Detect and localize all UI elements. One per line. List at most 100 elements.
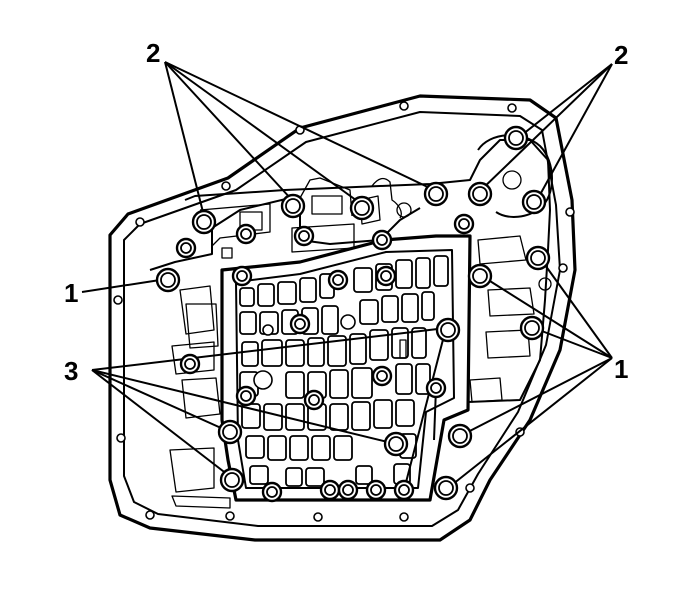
callout-1-right: 1 — [614, 354, 628, 384]
leader-line — [91, 369, 397, 445]
passage-cell — [351, 367, 373, 399]
passage-cell — [395, 399, 415, 427]
passage-cell — [395, 259, 413, 289]
passage-cell — [289, 435, 309, 461]
passage-cell — [285, 467, 303, 487]
callout-2-top-left: 2 — [146, 38, 160, 68]
passage-cell — [329, 403, 349, 431]
bolt — [261, 481, 283, 503]
passage-cell — [305, 467, 325, 487]
bolt-type-1 — [155, 267, 181, 293]
passage-cell — [421, 291, 435, 321]
flange-hole — [399, 512, 409, 522]
bolt-type-1 — [447, 423, 473, 449]
bolt — [231, 265, 253, 287]
passage-cell — [321, 305, 339, 335]
passage-cell — [263, 403, 283, 431]
bolt — [179, 353, 201, 375]
passage-cell — [351, 401, 371, 431]
passage-cell — [353, 267, 373, 293]
flange-hole — [565, 207, 575, 217]
flange-hole — [116, 433, 126, 443]
passage-cell — [285, 339, 305, 367]
bolt — [293, 225, 315, 247]
leader-line — [91, 327, 447, 371]
filter-clip — [396, 202, 412, 218]
flange-hole — [221, 181, 231, 191]
leader-line — [164, 61, 293, 201]
flange-hole — [113, 295, 123, 305]
passage-cell — [401, 293, 419, 323]
bolt-type-3 — [217, 419, 243, 445]
passage-cell — [239, 287, 255, 307]
flange-hole — [558, 263, 568, 273]
passage-cell — [433, 255, 449, 287]
leader-line — [479, 63, 613, 192]
passage-cell — [369, 329, 389, 361]
bolt-type-3 — [383, 431, 409, 457]
bolt-type-2 — [349, 195, 375, 221]
passage-cell — [355, 465, 373, 485]
passage-cell — [415, 257, 431, 289]
bolt — [425, 377, 447, 399]
leader-line — [539, 257, 613, 359]
bolt-type-2 — [503, 125, 529, 151]
callout-3-left: 3 — [64, 356, 78, 386]
passage-cell — [395, 363, 413, 395]
bolt — [303, 389, 325, 411]
bolt — [371, 365, 393, 387]
callout-1-left: 1 — [64, 278, 78, 308]
bolt-type-2 — [521, 189, 547, 215]
passage-cell — [411, 327, 427, 359]
leader-line — [81, 279, 161, 293]
lower-valve-body — [220, 234, 472, 502]
leader-line — [403, 327, 447, 491]
bolt — [393, 479, 415, 501]
flange-hole — [465, 483, 475, 493]
passage-cell — [327, 335, 347, 367]
bolt — [235, 385, 257, 407]
passage-cell — [329, 369, 349, 399]
passage-cell — [349, 333, 367, 365]
pump-boss — [538, 277, 552, 291]
passage-cell — [277, 281, 297, 305]
leader-line — [533, 327, 613, 359]
flange-hole — [399, 101, 409, 111]
bolt-type-2 — [423, 181, 449, 207]
bolt-type-1 — [433, 475, 459, 501]
passage-cell — [333, 435, 353, 461]
bolt — [337, 479, 359, 501]
passage-cell — [261, 339, 283, 367]
bolt — [371, 229, 393, 251]
callout-2-top-right: 2 — [614, 40, 628, 70]
flange-hole — [135, 217, 145, 227]
leader-lines — [81, 61, 613, 491]
passage-cell — [285, 371, 305, 399]
bolt — [327, 269, 349, 291]
bolt-type-3 — [219, 467, 245, 493]
passage-cell — [249, 465, 269, 485]
passage-cell — [307, 337, 325, 367]
bolt-type-1 — [519, 315, 545, 341]
accumulator-piston — [253, 370, 273, 390]
plunger — [399, 339, 407, 359]
passage-cell — [359, 299, 379, 325]
bolts — [155, 125, 551, 503]
leader-line — [91, 369, 233, 479]
flange-hole — [145, 510, 155, 520]
passage-cell — [241, 341, 259, 367]
passage-cell — [239, 311, 257, 335]
bolt-type-2 — [467, 181, 493, 207]
leader-line — [517, 63, 613, 139]
leader-line — [481, 275, 613, 359]
passage-cell — [245, 435, 265, 459]
bolt — [289, 313, 311, 335]
passage-cell — [381, 295, 399, 323]
pump-boss — [502, 170, 522, 190]
leader-line — [164, 61, 361, 204]
check-ball — [340, 314, 356, 330]
leader-line — [91, 369, 231, 433]
passage-cell — [257, 283, 275, 307]
